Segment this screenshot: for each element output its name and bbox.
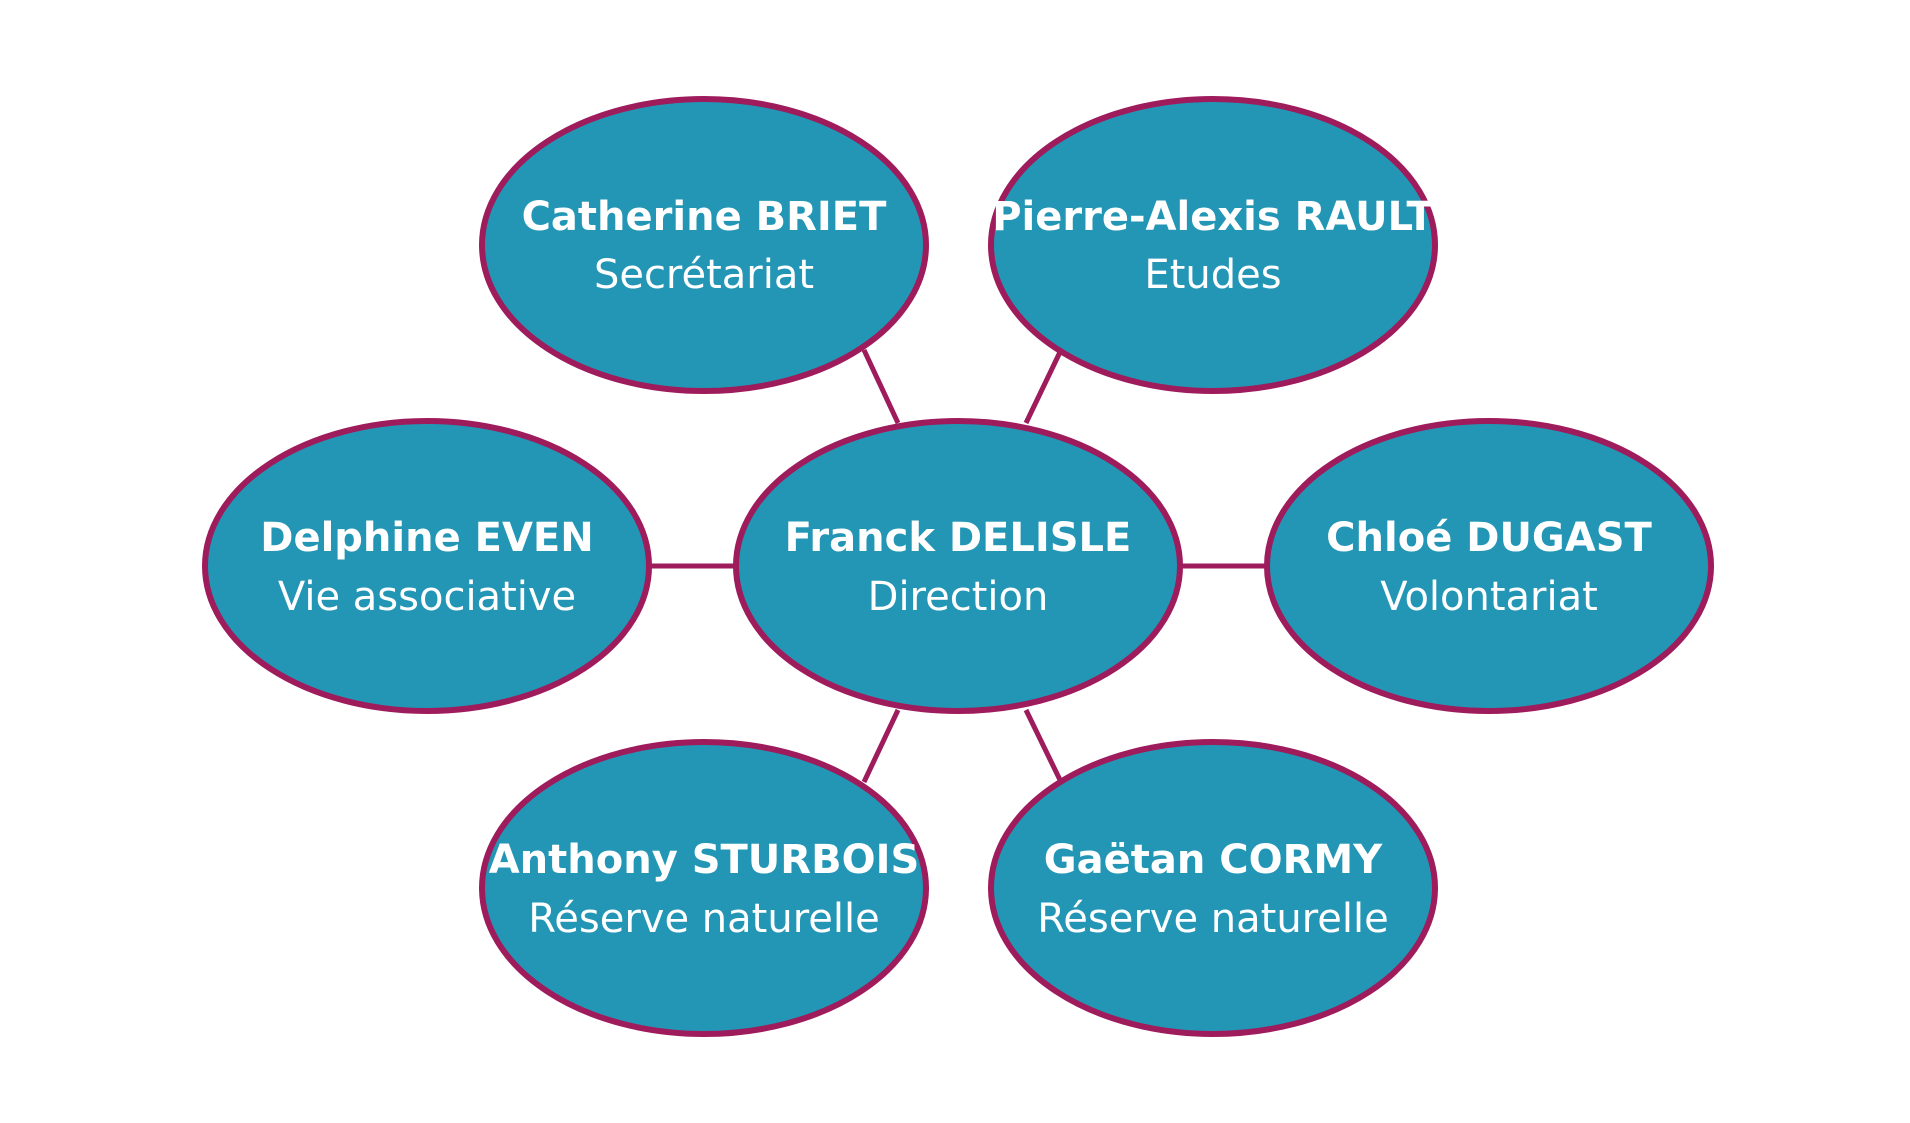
person-node-role: Secrétariat — [594, 252, 814, 298]
person-node-ellipse — [988, 96, 1438, 394]
person-node-name: Catherine BRIET — [522, 194, 888, 240]
connector-center-to-node-4 — [861, 708, 901, 784]
person-node-name: Delphine EVEN — [260, 515, 593, 561]
connector-center-to-node-1 — [1023, 348, 1064, 425]
person-node-name: Anthony STURBOIS — [489, 837, 920, 883]
person-node: Pierre-Alexis RAULT Etudes — [988, 96, 1438, 394]
person-node-ellipse — [479, 739, 929, 1037]
center-node-role: Direction — [868, 574, 1049, 620]
person-node-role: Réserve naturelle — [528, 896, 879, 942]
connector-center-to-node-0 — [861, 348, 901, 425]
person-node: Delphine EVEN Vie associative — [202, 418, 652, 714]
person-node: Chloé DUGAST Volontariat — [1264, 418, 1714, 714]
person-node-role: Etudes — [1144, 252, 1281, 298]
person-node-role: Volontariat — [1380, 574, 1598, 620]
center-node-ellipse — [733, 418, 1183, 714]
connectors — [650, 348, 1265, 784]
person-node: Catherine BRIET Secrétariat — [479, 96, 929, 394]
person-node-role: Réserve naturelle — [1037, 896, 1388, 942]
person-node-ellipse — [1264, 418, 1714, 714]
connector-center-to-node-5 — [1023, 708, 1064, 784]
person-node-ellipse — [202, 418, 652, 714]
person-node-name: Chloé DUGAST — [1326, 515, 1652, 561]
person-node-name: Gaëtan CORMY — [1044, 837, 1383, 883]
center-node: Franck DELISLE Direction — [733, 418, 1183, 714]
person-node-ellipse — [479, 96, 929, 394]
person-node: Gaëtan CORMY Réserve naturelle — [988, 739, 1438, 1037]
person-node-name: Pierre-Alexis RAULT — [992, 194, 1434, 240]
person-node: Anthony STURBOIS Réserve naturelle — [479, 739, 929, 1037]
center-node-name: Franck DELISLE — [785, 515, 1132, 561]
person-node-role: Vie associative — [278, 574, 576, 620]
person-node-ellipse — [988, 739, 1438, 1037]
